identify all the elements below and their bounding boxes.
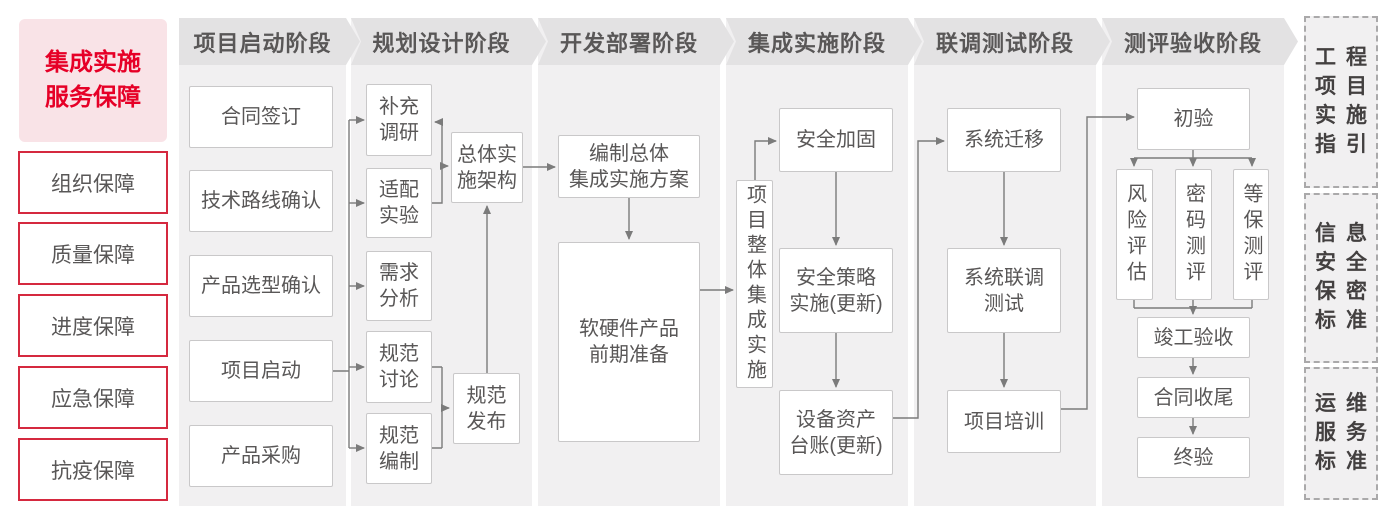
node-security-hardening: 安全加固 — [779, 108, 893, 172]
node-contract-closure: 合同收尾 — [1137, 377, 1250, 418]
node-completion-acceptance: 竣工验收 — [1137, 317, 1250, 358]
node-spec-discussion: 规范 讨论 — [366, 331, 432, 403]
phase-header-label: 测评验收阶段 — [1123, 30, 1262, 56]
standard-word: 工程 — [1315, 46, 1377, 70]
standard-operation-maintenance-service: 运维 服务 标准 — [1304, 367, 1378, 500]
standard-word: 保密 — [1315, 280, 1377, 303]
guarantee-item-epidemic: 抗疫保障 — [18, 438, 168, 501]
node-risk-assessment: 风险评估 — [1116, 169, 1153, 300]
node-overall-integration-impl: 项目整体集成实施 — [736, 180, 773, 388]
standard-word: 标准 — [1315, 449, 1377, 473]
node-hw-sw-preparation: 软硬件产品 前期准备 — [558, 242, 700, 442]
standard-info-security-confidentiality: 信息 安全 保密 标准 — [1304, 193, 1378, 363]
standard-project-implementation-guide: 工程 项目 实施 指引 — [1304, 16, 1378, 188]
node-crypto-evaluation: 密码测评 — [1175, 169, 1212, 300]
phase-header-project-start: 项目启动阶段 — [179, 18, 360, 65]
standard-word: 服务 — [1315, 421, 1377, 445]
node-project-kickoff: 项目启动 — [189, 340, 333, 402]
node-asset-ledger-update: 设备资产 台账(更新) — [779, 390, 893, 475]
standard-word: 标准 — [1315, 308, 1377, 332]
standard-word: 信息 — [1315, 222, 1377, 246]
standard-word: 项目 — [1315, 75, 1377, 99]
guarantee-item-quality: 质量保障 — [18, 222, 168, 285]
standard-word: 运维 — [1315, 392, 1377, 416]
node-overall-impl-architecture: 总体实 施架构 — [451, 132, 523, 203]
node-spec-drafting: 规范 编制 — [366, 413, 432, 484]
node-overall-integration-plan: 编制总体 集成实施方案 — [558, 135, 700, 198]
node-tech-route-confirm: 技术路线确认 — [189, 170, 333, 232]
standard-word: 安全 — [1315, 251, 1377, 275]
standard-word: 实施 — [1315, 104, 1377, 127]
node-joint-debug-test: 系统联调 测试 — [947, 248, 1061, 333]
guarantee-item-emergency: 应急保障 — [18, 366, 168, 429]
node-adaptation-experiment: 适配 实验 — [366, 168, 432, 238]
phase-header-label: 规划设计阶段 — [372, 30, 511, 56]
sidebar-title: 集成实施 服务保障 — [19, 19, 167, 142]
phase-header-dev-deploy: 开发部署阶段 — [538, 18, 734, 65]
node-spec-release: 规范 发布 — [453, 373, 520, 444]
node-project-training: 项目培训 — [947, 390, 1061, 453]
node-initial-acceptance: 初验 — [1137, 88, 1250, 150]
guarantee-item-progress: 进度保障 — [18, 294, 168, 357]
phase-header-label: 集成实施阶段 — [747, 30, 886, 56]
node-security-policy-impl: 安全策略 实施(更新) — [779, 248, 893, 333]
node-product-purchase: 产品采购 — [189, 425, 333, 487]
node-mlps-evaluation: 等保测评 — [1233, 169, 1269, 300]
phase-header-joint-test: 联调测试阶段 — [914, 18, 1110, 65]
node-system-migration: 系统迁移 — [947, 108, 1061, 172]
node-final-acceptance: 终验 — [1137, 437, 1250, 478]
phase-header-integration: 集成实施阶段 — [726, 18, 922, 65]
node-requirement-analysis: 需求 分析 — [366, 251, 432, 321]
node-contract-signing: 合同签订 — [189, 86, 333, 148]
standard-word: 指引 — [1315, 132, 1377, 156]
phase-header-acceptance: 测评验收阶段 — [1102, 18, 1298, 65]
phase-header-label: 开发部署阶段 — [559, 30, 698, 56]
node-supplementary-research: 补充 调研 — [366, 84, 432, 156]
phase-header-planning-design: 规划设计阶段 — [351, 18, 546, 65]
phase-header-label: 项目启动阶段 — [193, 30, 332, 56]
phase-header-label: 联调测试阶段 — [935, 30, 1074, 56]
guarantee-item-organization: 组织保障 — [18, 151, 168, 214]
node-product-selection: 产品选型确认 — [189, 255, 333, 317]
